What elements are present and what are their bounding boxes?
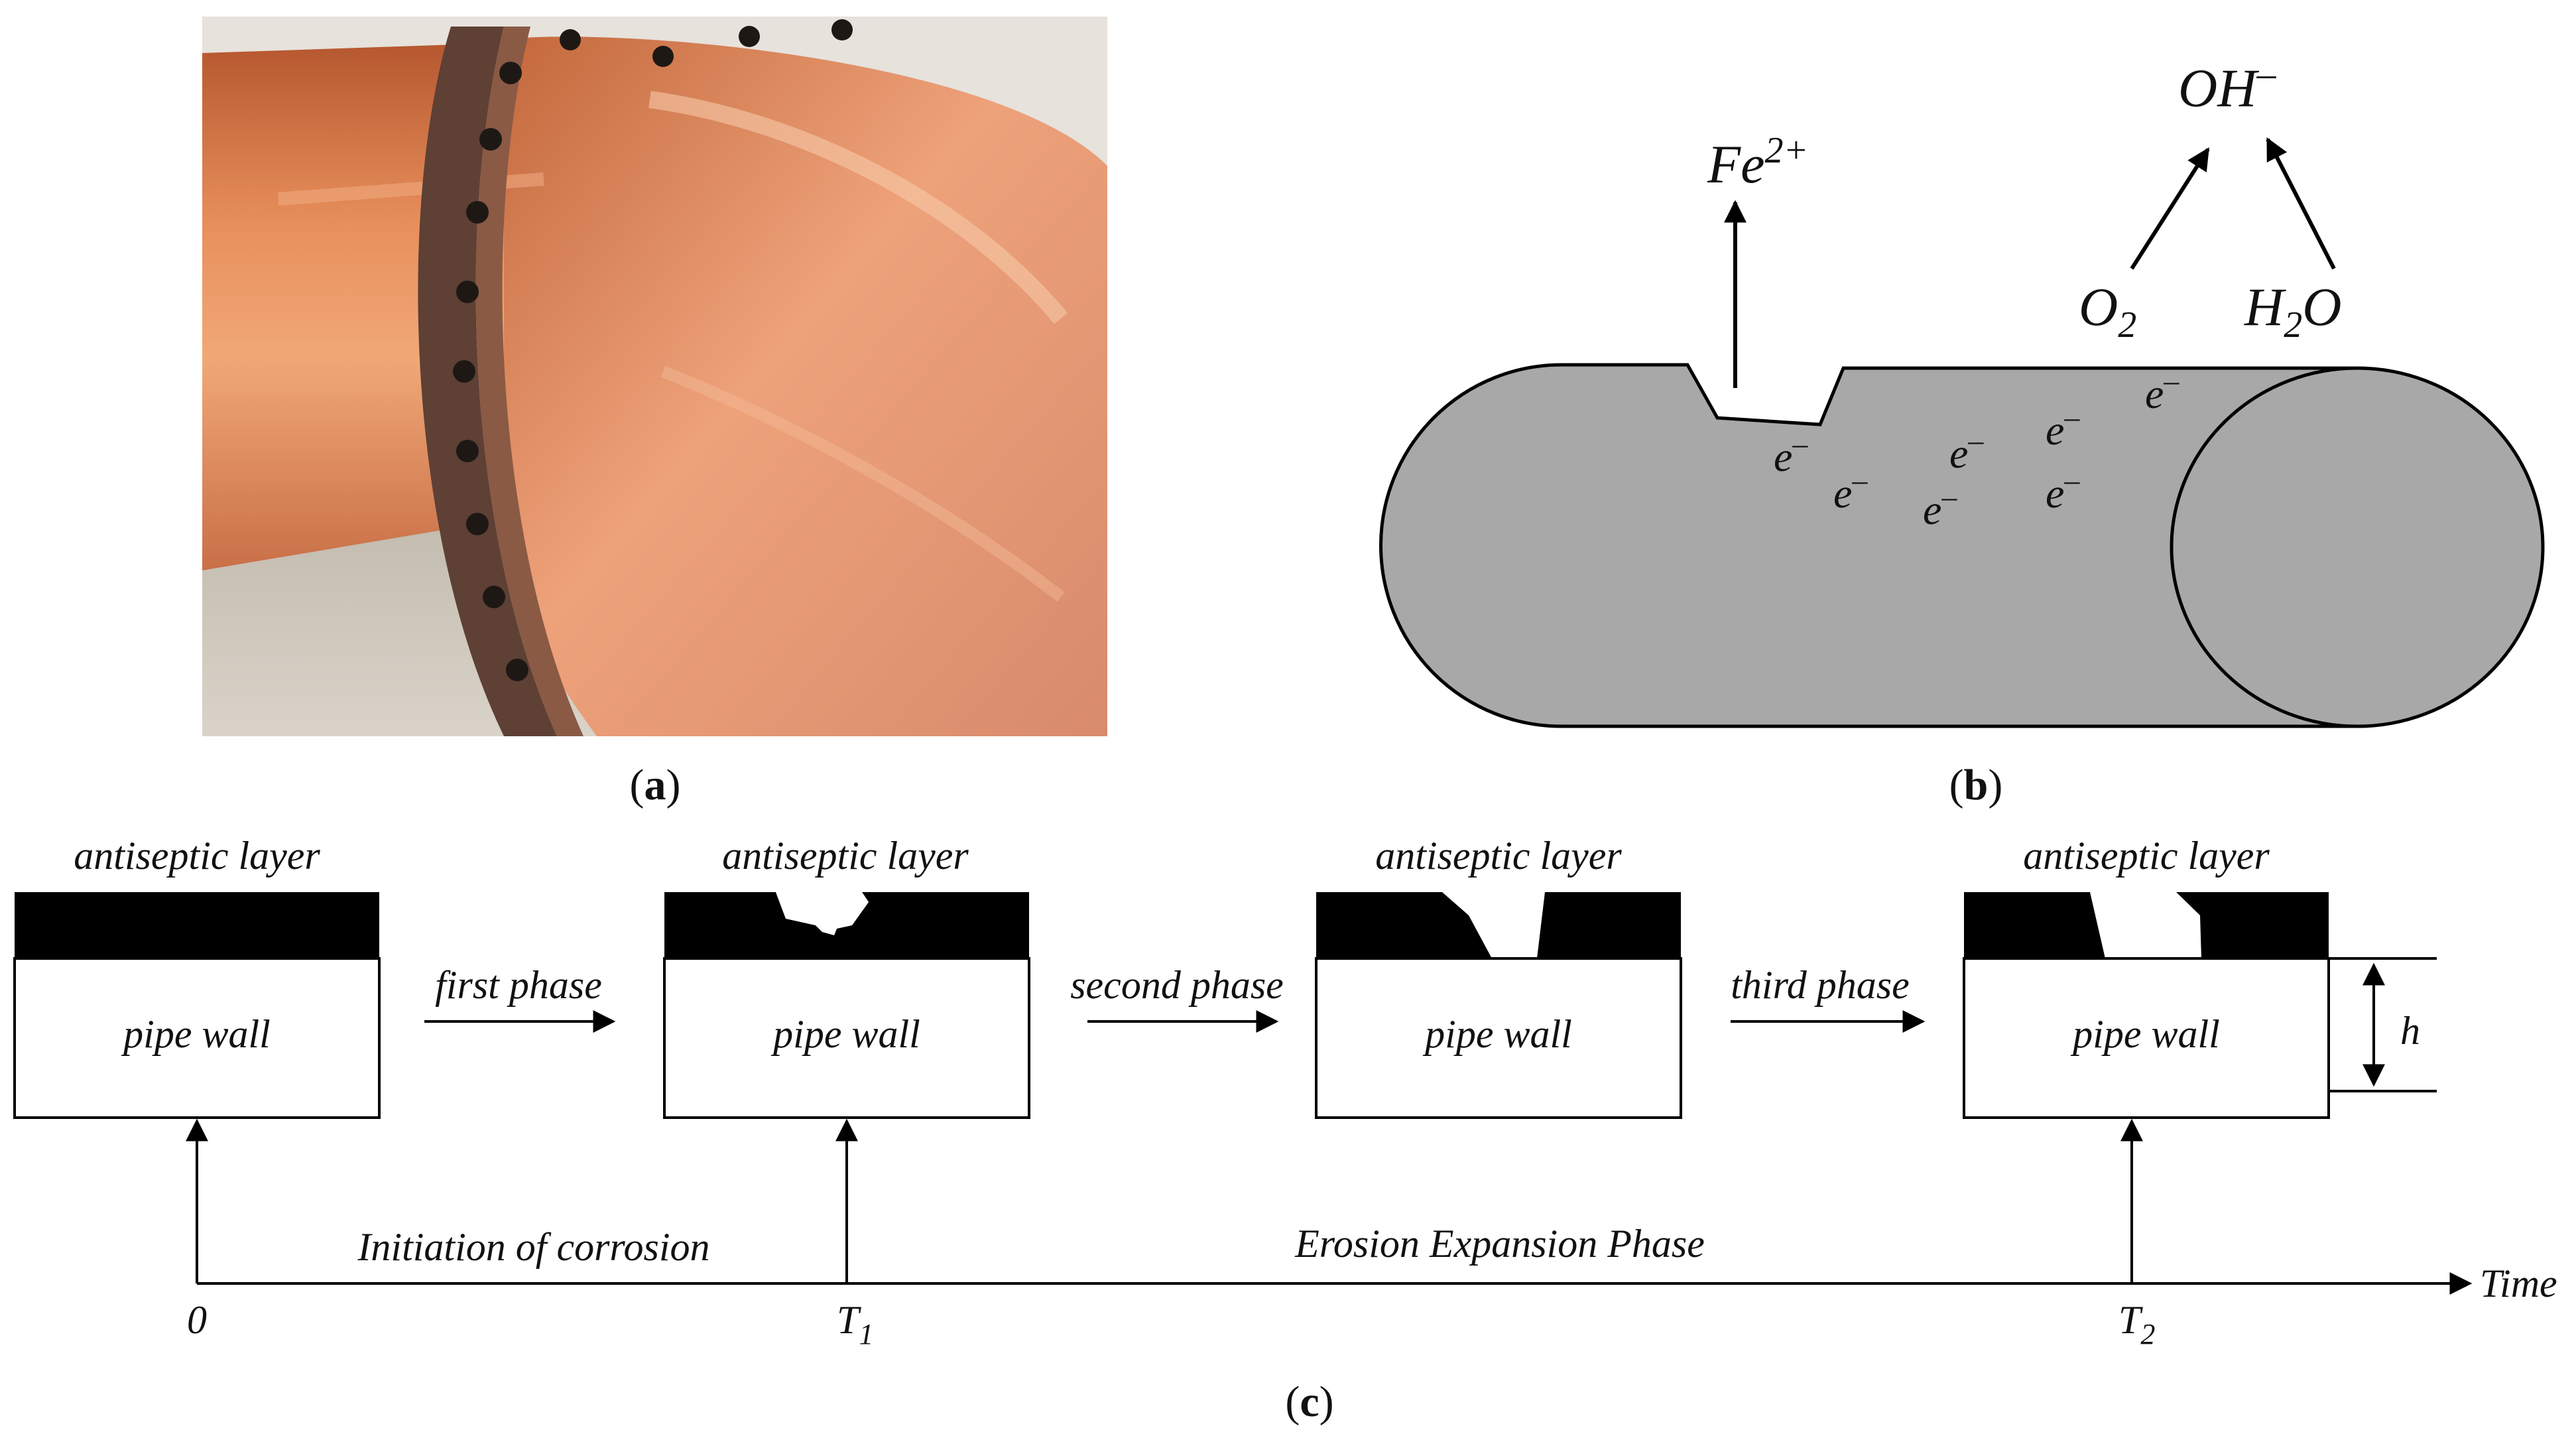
antiseptic-layer-label: antiseptic layer — [2023, 834, 2270, 878]
electrons: e– e– e– e– e– e– e– — [1774, 363, 2179, 533]
pipe-end-face — [2170, 366, 2545, 728]
panel-a-caption: (a) — [630, 761, 681, 809]
time-axis: Time 0 T1 T2 Initiation of corrosion Ero… — [186, 1118, 2557, 1350]
third-phase-label: third phase — [1731, 963, 1909, 1007]
pipe-wall — [1963, 957, 2330, 1119]
pipeline-photo — [202, 17, 1107, 736]
antiseptic-layer-label: antiseptic layer — [722, 834, 969, 878]
stage-4-expansion: antiseptic layer pipe wall — [1963, 834, 2330, 1119]
electron: e– — [2145, 363, 2179, 417]
oxygen-label: O2 — [2079, 277, 2136, 346]
o2-reaction-arrow — [2130, 147, 2210, 270]
electron: e– — [2046, 463, 2080, 517]
electron: e– — [1774, 426, 1808, 480]
panel-b-caption: (b) — [1949, 761, 2003, 809]
fe-ion-label: Fe2+ — [1707, 130, 1808, 194]
panel-c-caption: (c) — [1285, 1378, 1333, 1426]
hydroxide-label: OH– — [2178, 52, 2276, 118]
wall-height-dimension: h — [2329, 957, 2437, 1092]
electron: e– — [1949, 423, 1984, 477]
stage-1-intact: antiseptic layer pipe wall — [13, 834, 381, 1119]
expansion-period-label: Erosion Expansion Phase — [1294, 1222, 1705, 1266]
tick-zero: 0 — [187, 1298, 207, 1342]
pipe-wall-label: pipe wall — [770, 1012, 920, 1056]
water-label: H2O — [2244, 277, 2341, 346]
electron: e– — [1923, 480, 1957, 533]
pipe-wall-label: pipe wall — [121, 1012, 271, 1056]
first-phase-label: first phase — [435, 963, 602, 1007]
time-axis-label: Time — [2480, 1262, 2557, 1305]
pipe-wall — [1315, 957, 1682, 1119]
pipe-wall — [663, 957, 1030, 1119]
antiseptic-layer — [15, 892, 379, 958]
antiseptic-layer-label: antiseptic layer — [1375, 834, 1622, 878]
electron: e– — [2046, 400, 2080, 454]
antiseptic-layer-label: antiseptic layer — [74, 834, 320, 878]
electron: e– — [1833, 463, 1868, 517]
second-phase-label: second phase — [1070, 963, 1284, 1007]
tick-t1: T1 — [837, 1298, 873, 1350]
antiseptic-layer — [664, 892, 1029, 958]
pipe-wall-label: pipe wall — [1422, 1012, 1572, 1056]
initiation-period-label: Initiation of corrosion — [357, 1225, 709, 1269]
stage-2-pitting: antiseptic layer pipe wall — [663, 834, 1030, 1119]
flange-bolts — [453, 19, 853, 681]
pipe-wall — [13, 957, 381, 1119]
stage-3-penetration: antiseptic layer pipe wall — [1315, 834, 1682, 1119]
wall-height-label: h — [2400, 1009, 2420, 1053]
pipe-wall-label: pipe wall — [2070, 1012, 2220, 1056]
h2o-reaction-arrow — [2266, 137, 2336, 270]
tick-t2: T2 — [2118, 1298, 2155, 1350]
pipe-schematic — [1379, 363, 2545, 728]
